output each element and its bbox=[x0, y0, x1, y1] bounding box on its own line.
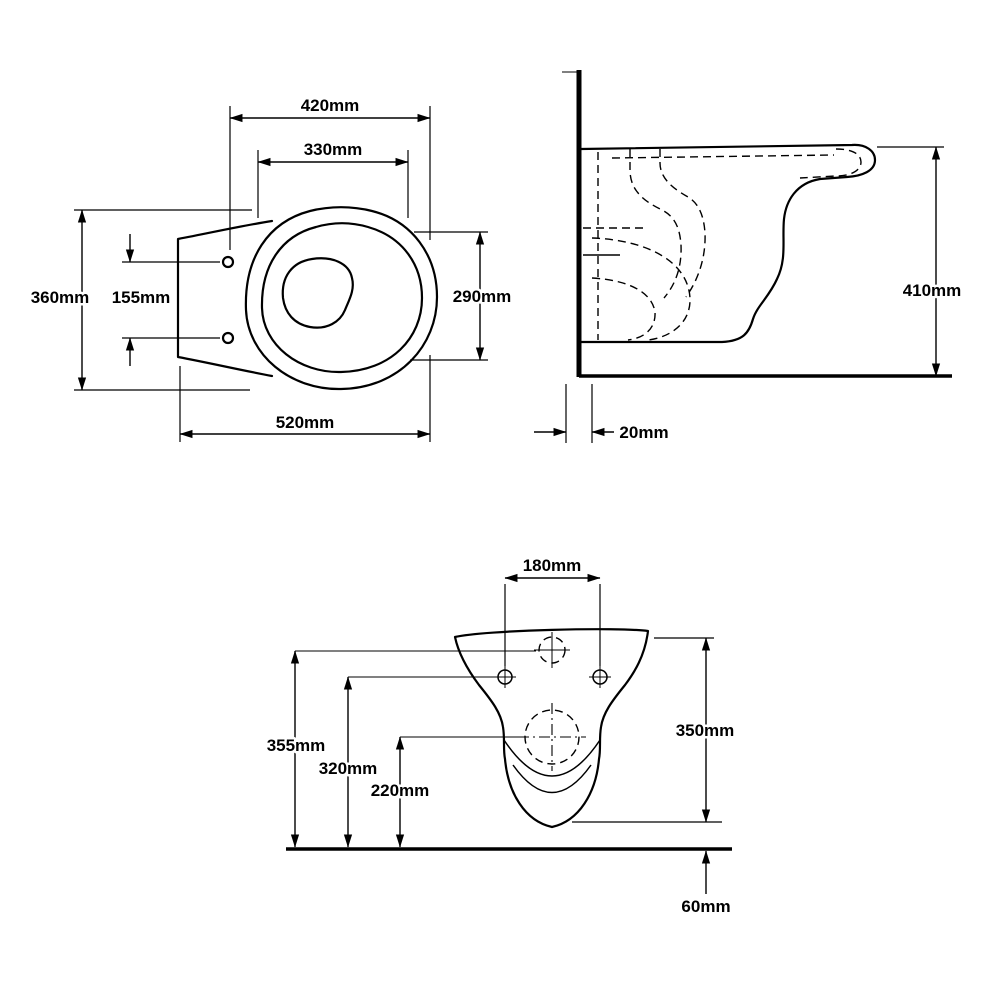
rear-bowl-lip-outer bbox=[503, 739, 601, 777]
plan-view: 420mm 330mm 360mm 155mm 2 bbox=[28, 94, 514, 442]
side-toilet-profile bbox=[579, 143, 877, 344]
plan-dim-155: 155mm bbox=[109, 234, 220, 366]
plan-fixing-hole-bottom bbox=[221, 331, 235, 345]
side-dim-20-label: 20mm bbox=[619, 423, 668, 442]
rear-dim-320-label: 320mm bbox=[319, 759, 378, 778]
side-hidden-flush-channel-outer bbox=[629, 149, 682, 299]
rear-dim-355-label: 355mm bbox=[267, 736, 326, 755]
plan-dim-290: 290mm bbox=[410, 231, 514, 361]
rear-dim-320: 320mm bbox=[316, 676, 494, 848]
plan-dim-520-label: 520mm bbox=[276, 413, 335, 432]
side-hidden-nose-edge bbox=[799, 148, 862, 179]
plan-body-outline bbox=[176, 219, 274, 378]
plan-dim-360-label: 360mm bbox=[31, 288, 90, 307]
rear-dim-355: 355mm bbox=[264, 650, 536, 848]
side-dim-410: 410mm bbox=[877, 146, 964, 377]
rear-view: 180mm 355mm 320mm 220mm 350mm 60mm bbox=[264, 554, 737, 919]
plan-dim-290-label: 290mm bbox=[453, 287, 512, 306]
side-dim-20: 20mm bbox=[534, 384, 671, 445]
plan-dim-330: 330mm bbox=[257, 138, 409, 218]
rear-dim-60: 60mm bbox=[679, 850, 733, 919]
side-dim-410-label: 410mm bbox=[903, 281, 962, 300]
rear-dim-220-label: 220mm bbox=[371, 781, 430, 800]
rear-dim-350-label: 350mm bbox=[676, 721, 735, 740]
plan-inner-rim bbox=[260, 222, 424, 374]
rear-bowl-lip-inner bbox=[512, 764, 592, 794]
rear-dim-350: 350mm bbox=[673, 637, 737, 823]
rear-pan-outline bbox=[453, 628, 650, 829]
rear-dim-60-label: 60mm bbox=[681, 897, 730, 916]
rear-dim-220: 220mm bbox=[368, 736, 521, 848]
plan-dim-155-label: 155mm bbox=[112, 288, 171, 307]
rear-dim-180-label: 180mm bbox=[523, 556, 582, 575]
plan-dim-330-label: 330mm bbox=[304, 140, 363, 159]
plan-dim-420-label: 420mm bbox=[301, 96, 360, 115]
plan-bowl-water-outline bbox=[281, 257, 354, 329]
plan-dim-520: 520mm bbox=[179, 355, 431, 442]
side-view: 410mm 20mm bbox=[534, 70, 964, 445]
plan-dim-420: 420mm bbox=[229, 94, 431, 250]
plan-dim-360: 360mm bbox=[28, 209, 252, 391]
plan-fixing-hole-top bbox=[221, 255, 235, 269]
side-hidden-flush-channel-inner bbox=[659, 149, 706, 298]
side-hidden-trap-inner bbox=[591, 277, 656, 341]
side-hidden-seat-line bbox=[611, 154, 835, 159]
rear-dim-180: 180mm bbox=[504, 554, 601, 666]
side-hidden-trap-outer bbox=[591, 237, 691, 341]
